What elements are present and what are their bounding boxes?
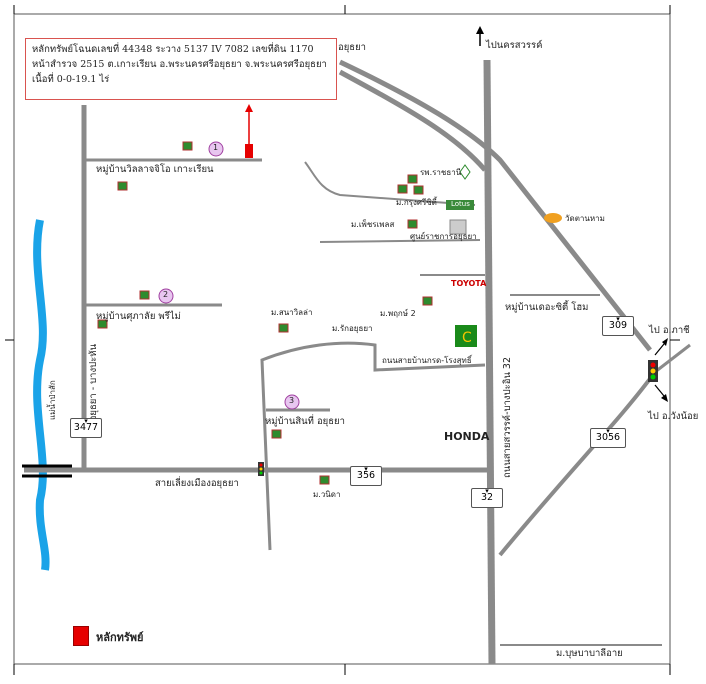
svg-text:C: C	[462, 330, 472, 346]
shield-356: ▾356	[350, 466, 382, 486]
label-river: แม่น้ำป่าสัก	[48, 380, 57, 420]
info-line-2: หน้าสำรวจ 2515 ต.เกาะเรียน อ.พระนครศรีอย…	[32, 59, 327, 70]
lotus-icon	[446, 200, 474, 210]
label-kru-sri: ม.กรุงศรีซิตี้	[396, 198, 437, 207]
label-phetcharat: ม.เพ็ชรเพลส	[351, 220, 395, 229]
info-line-3: เนื้อที่ 0-0-19.1 ไร่	[32, 74, 110, 85]
map-frame	[13, 13, 671, 665]
label-village-1: หมู่บ้านวิลลาจจิโอ เกาะเรียน	[96, 164, 214, 175]
shield-3056: ▾3056	[590, 428, 626, 448]
property-marker	[245, 144, 253, 158]
temple-icon	[544, 213, 562, 223]
marker-2-number: 2	[163, 290, 169, 299]
shop-icon	[455, 325, 477, 347]
label-bypass-road: สายเลี่ยงเมืองอยุธยา	[155, 478, 239, 489]
shield-32: ▾32	[471, 488, 503, 508]
river	[33, 219, 50, 571]
label-sanpila: ม.สนาวิลล่า	[271, 308, 313, 317]
label-government-center: ศูนย์ราชการอยุธยา	[410, 232, 477, 241]
label-lotus: Lotus	[451, 200, 470, 208]
arrow-icon	[654, 384, 665, 397]
label-honda: HONDA	[444, 430, 490, 443]
label-village-2: หมู่บ้านศุภาลัย พรีไม่	[96, 311, 181, 322]
marker-1-circle	[208, 141, 224, 157]
label-temple: วัดตานหาม	[565, 214, 605, 223]
road-network	[24, 59, 691, 665]
label-canal-road: ถนนสายบ้านกรด-โรงสุทธิ์	[382, 356, 472, 365]
shield-309: ▾309	[602, 316, 634, 336]
label-to-nakhon-sawan: ไปนครสวรรค์	[486, 40, 543, 51]
marker-1-number: 1	[213, 143, 219, 152]
marker-3-circle	[284, 394, 300, 410]
legend-label: หลักทรัพย์	[96, 631, 144, 644]
hospital-icon	[459, 164, 471, 180]
marker-3-number: 3	[289, 396, 295, 405]
label-supalai-2: ม.พฤกษ์ 2	[380, 309, 416, 318]
marker-2-circle	[158, 288, 174, 304]
label-highway-32: ถนนสายสวรรค์-บางปะอิน 32	[502, 356, 513, 478]
traffic-light-icon	[648, 360, 658, 382]
label-bun-ban: ม.บุษบาบาลีอาย	[556, 648, 623, 659]
label-wanda: ม.วนิดา	[313, 490, 341, 499]
info-line-1: หลักทรัพย์โฉนดเลขที่ 44348 ระวาง 5137 IV…	[32, 44, 314, 55]
label-rak-ayutthaya: ม.รักอยุธยา	[332, 324, 373, 333]
property-info-box: หลักทรัพย์โฉนดเลขที่ 44348 ระวาง 5137 IV…	[25, 38, 337, 100]
shield-3477: ▾3477	[70, 418, 102, 438]
building-icons	[97, 141, 433, 485]
label-top-ayutthaya: อยุธยา	[338, 42, 366, 53]
label-village-3: หมู่บ้านสินที่ อยุธยา	[265, 416, 345, 427]
arrow-icon	[654, 343, 665, 356]
label-rajthani-hospital: รพ.ราชธานี	[420, 168, 462, 177]
label-toyota: TOYOTA	[451, 279, 487, 288]
label-to-phachi: ไป อ.ภาชี	[649, 325, 690, 336]
legend-property-swatch	[73, 626, 89, 646]
government-center-icon	[449, 219, 467, 235]
traffic-light-icon	[258, 462, 264, 476]
label-to-wang-noi: ไป อ.วังน้อย	[648, 411, 699, 422]
label-city-home: หมู่บ้านเดอะซิตี้ โฮม	[505, 302, 589, 313]
